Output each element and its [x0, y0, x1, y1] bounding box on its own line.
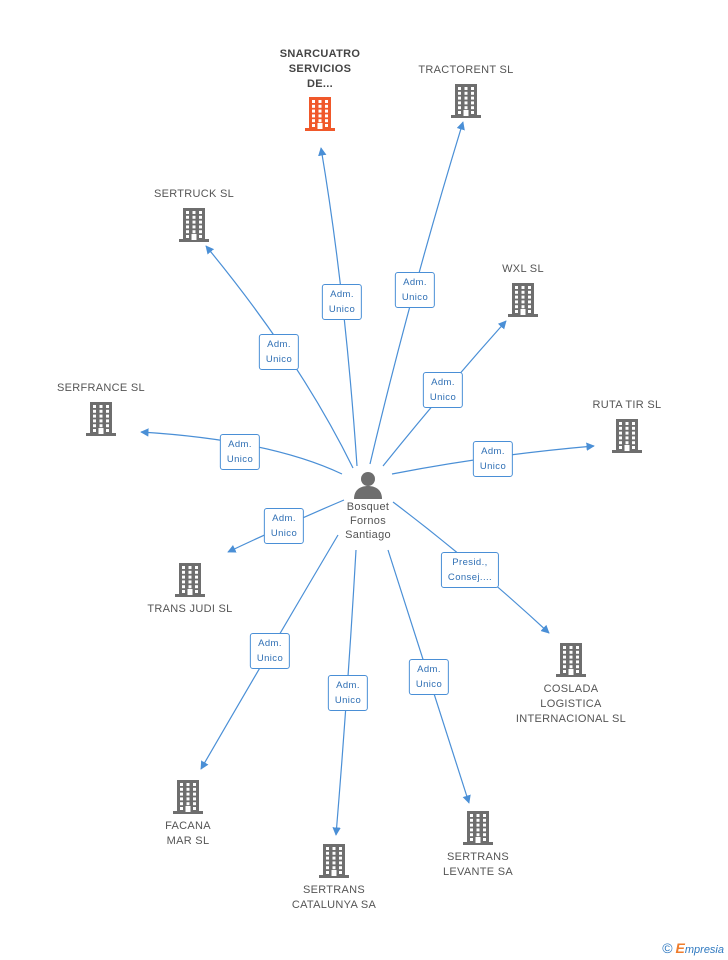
building-icon — [179, 208, 209, 242]
company-name: SERTRUCK SL — [153, 188, 235, 200]
role-label-ruta-tir[interactable]: Adm.Unico — [472, 441, 514, 477]
building-icon — [508, 283, 538, 317]
role-label-wxl[interactable]: Adm.Unico — [422, 372, 464, 408]
building-icon — [86, 402, 116, 436]
building-icon — [305, 97, 335, 131]
building-icon — [319, 844, 349, 878]
role-label-facana[interactable]: Adm.Unico — [249, 633, 291, 669]
company-name: RUTA TIR SL — [592, 399, 662, 411]
company-node-tractorent[interactable]: TRACTORENT SL — [386, 63, 546, 119]
building-icon — [556, 643, 586, 677]
person-node[interactable]: Bosquet Fornos Santiago — [318, 470, 418, 542]
role-label-trans-judi[interactable]: Adm.Unico — [263, 508, 305, 544]
building-icon — [175, 563, 205, 597]
company-name: TRANS JUDI SL — [147, 603, 233, 615]
role-label-snarcuatro[interactable]: Adm.Unico — [321, 284, 363, 320]
company-name: SERFRANCE SL — [57, 382, 145, 394]
company-node-ruta-tir[interactable]: RUTA TIR SL — [547, 398, 707, 454]
role-label-coslada[interactable]: Presid.,Consej.... — [440, 552, 500, 588]
building-icon — [463, 811, 493, 845]
person-icon — [354, 472, 382, 499]
role-label-sertruck[interactable]: Adm.Unico — [258, 334, 300, 370]
role-label-sertrans-cat[interactable]: Adm.Unico — [327, 675, 369, 711]
person-name: Bosquet Fornos Santiago — [345, 501, 391, 541]
role-label-serfrance[interactable]: Adm.Unico — [219, 434, 261, 470]
building-icon — [451, 84, 481, 118]
company-node-wxl[interactable]: WXL SL — [443, 262, 603, 318]
company-node-serfrance[interactable]: SERFRANCE SL — [21, 381, 181, 437]
role-label-sertrans-lev[interactable]: Adm.Unico — [408, 659, 450, 695]
footer-brand: ©Empresia — [662, 940, 724, 956]
role-label-tractorent[interactable]: Adm.Unico — [394, 272, 436, 308]
company-node-sertruck[interactable]: SERTRUCK SL — [114, 187, 274, 243]
brand-name: mpresia — [684, 944, 724, 956]
brand-initial: E — [675, 940, 685, 956]
building-icon — [173, 780, 203, 814]
company-node-trans-judi[interactable]: TRANS JUDI SL — [110, 562, 270, 617]
building-icon — [612, 419, 642, 453]
company-name: TRACTORENT SL — [418, 64, 514, 76]
copyright-icon: © — [662, 940, 673, 956]
company-name: WXL SL — [502, 263, 544, 275]
